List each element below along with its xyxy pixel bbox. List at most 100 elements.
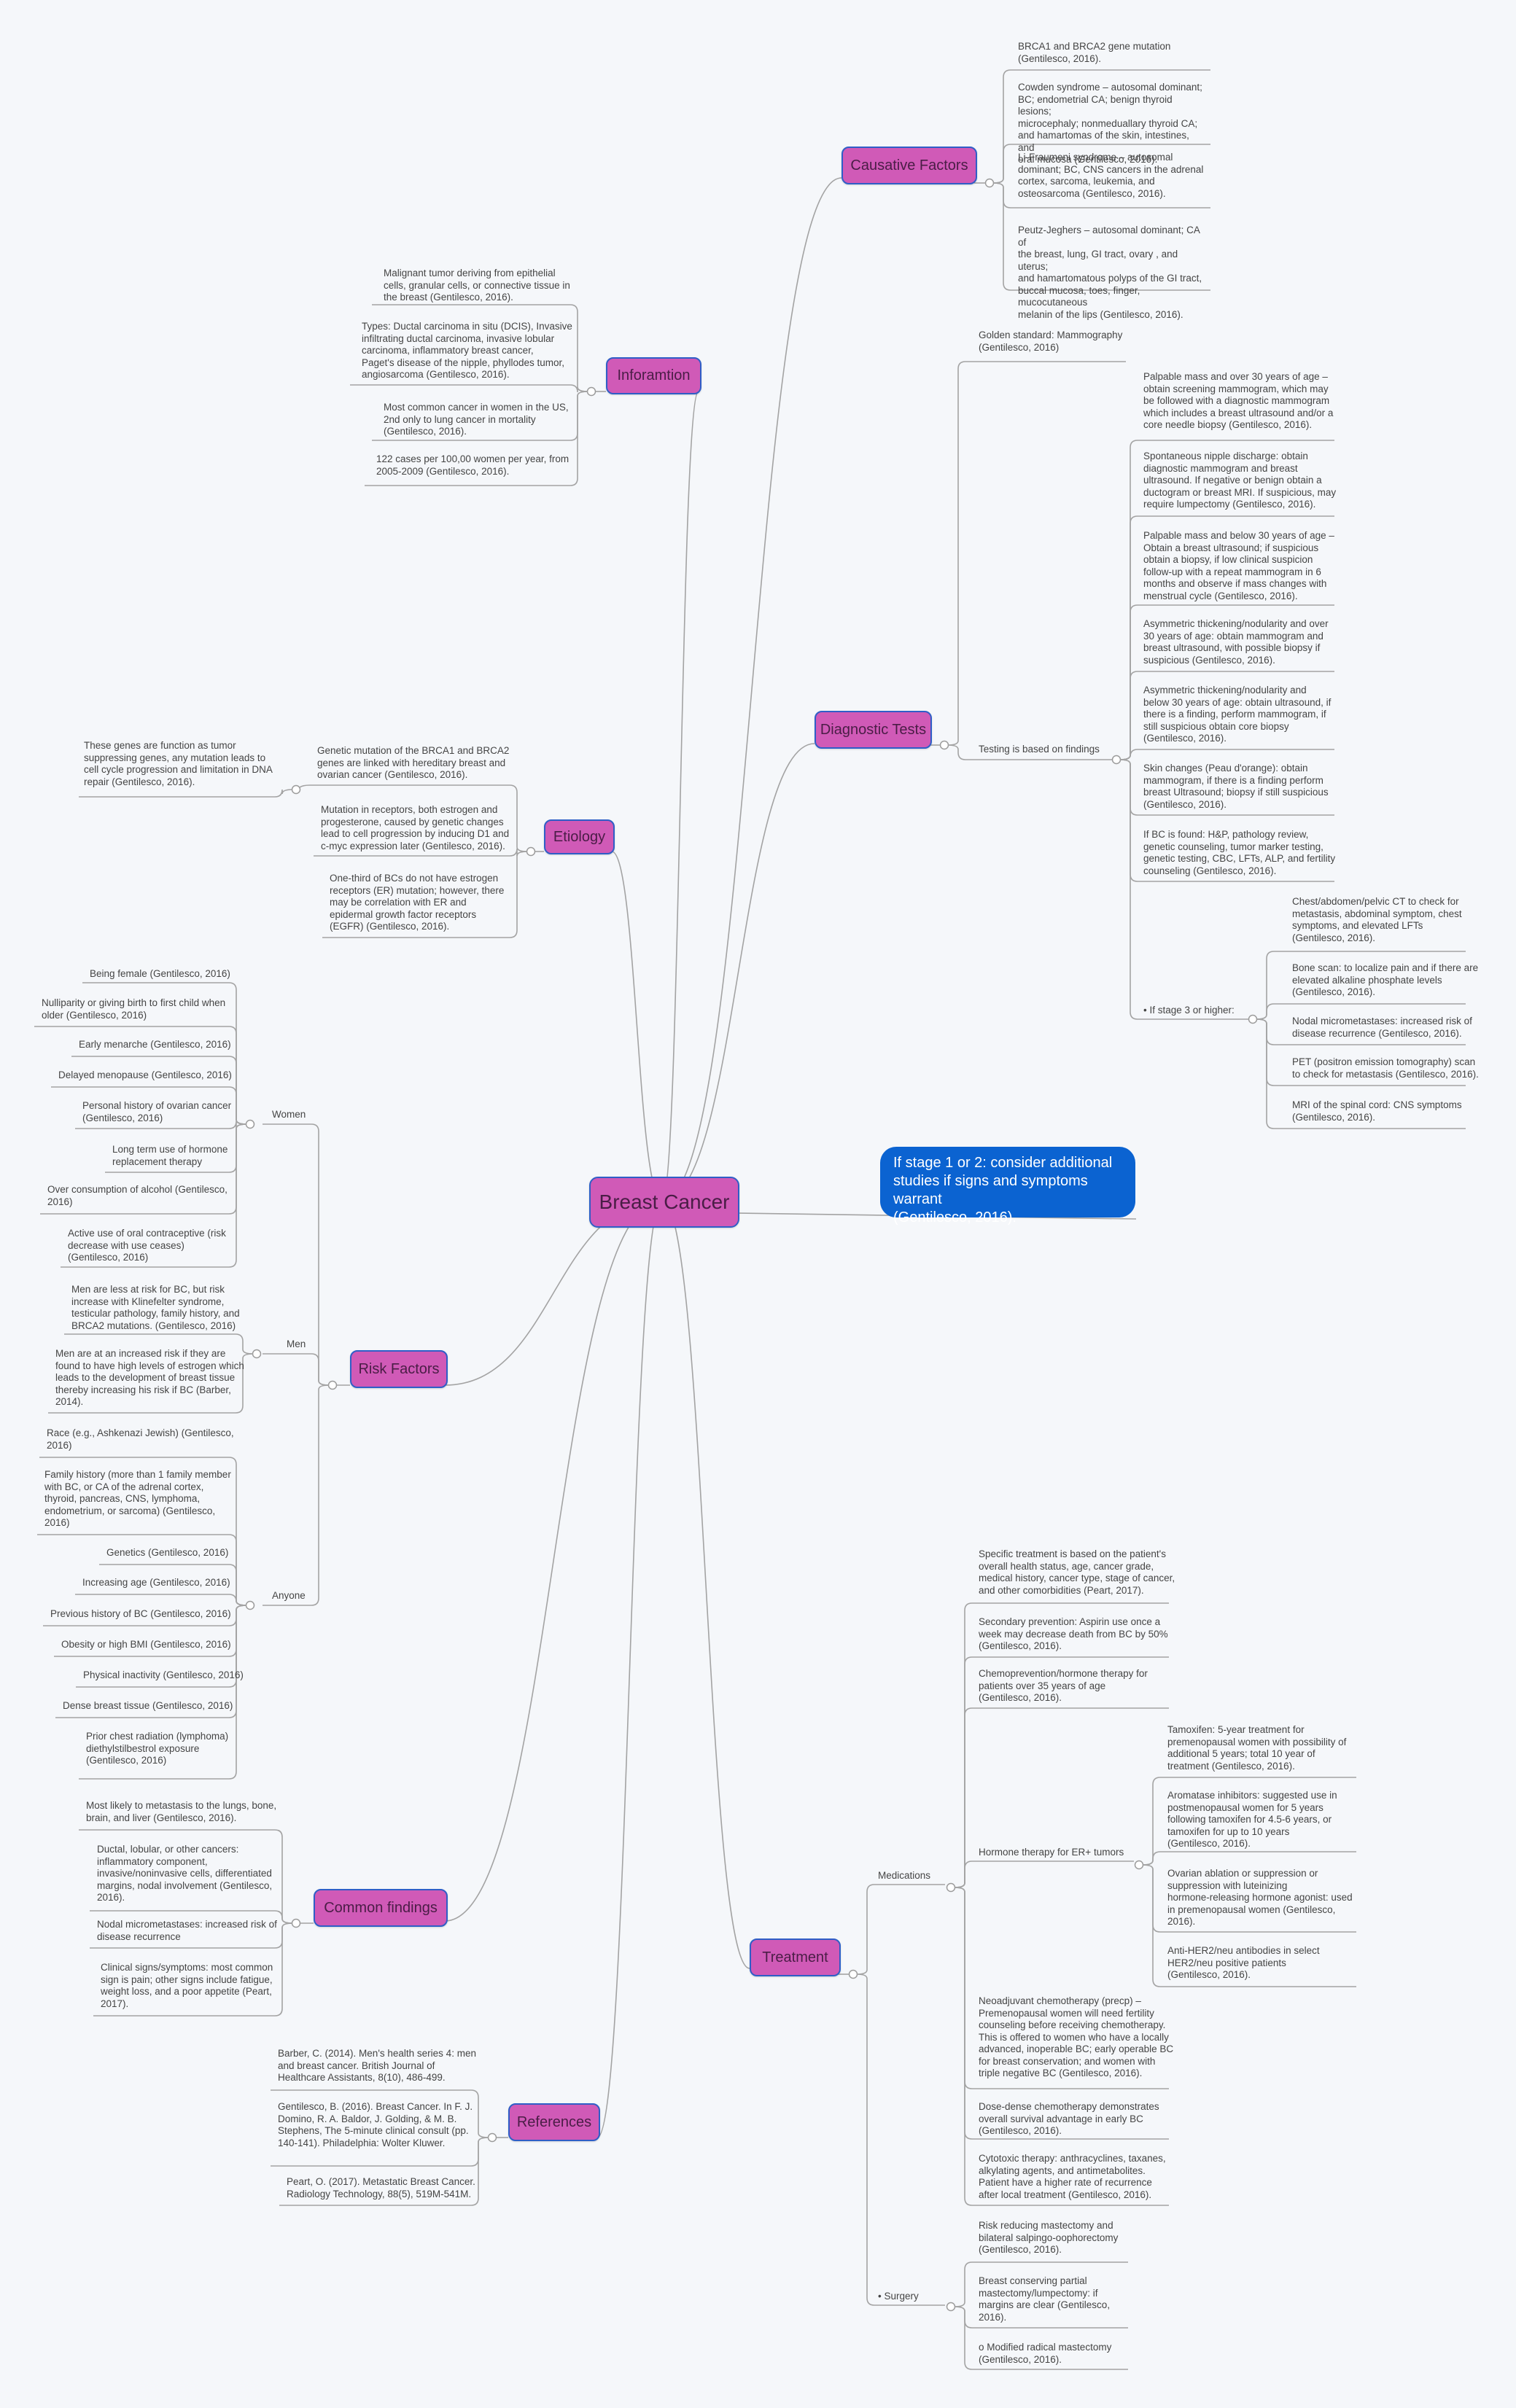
connector-line bbox=[444, 1200, 663, 1922]
risk-anyone-item: Race (e.g., Ashkenazi Jewish) (Gentilesc… bbox=[47, 1427, 234, 1451]
connector-line bbox=[90, 1910, 293, 1924]
treatment-surgery-item: Breast conserving partial mastectomy/lum… bbox=[979, 2275, 1111, 2323]
treatment-medication-item: Cytotoxic therapy: anthracyclines, taxan… bbox=[979, 2153, 1166, 2200]
connector-line bbox=[271, 2089, 489, 2138]
branch-joint bbox=[327, 1380, 338, 1390]
topic-common-findings[interactable]: Common findings bbox=[314, 1889, 448, 1927]
branch-joint bbox=[946, 1882, 956, 1893]
treatment-surgery-label: • Surgery bbox=[878, 2291, 919, 2302]
topic-information[interactable]: Inforamtion bbox=[606, 357, 701, 394]
branch-joint bbox=[252, 1349, 262, 1359]
reference-item: Peart, O. (2017). Metastatic Breast Canc… bbox=[287, 2176, 475, 2199]
diagnostic-stage3-label: • If stage 3 or higher: bbox=[1143, 1005, 1235, 1016]
risk-group-women: Women bbox=[272, 1109, 306, 1120]
diagnostic-testing-item: Asymmetric thickening/nodularity and bel… bbox=[1143, 685, 1332, 744]
connector-line bbox=[310, 784, 528, 852]
risk-anyone-item: Physical inactivity (Gentilesco, 2016) bbox=[83, 1669, 244, 1680]
branch-joint bbox=[291, 1918, 301, 1928]
branch-joint bbox=[1134, 1860, 1144, 1870]
treatment-medication-item: Dose-dense chemotherapy demonstrates ove… bbox=[979, 2101, 1159, 2136]
branch-joint bbox=[526, 846, 536, 857]
finding-item: Ductal, lobular, or other cancers: infla… bbox=[97, 1844, 273, 1903]
root-topic-breast-cancer[interactable]: Breast Cancer bbox=[589, 1177, 739, 1228]
risk-women-item: Long term use of hormone replacement the… bbox=[112, 1144, 228, 1167]
connector-line bbox=[954, 2306, 1128, 2370]
connector-line bbox=[947, 744, 1113, 760]
connector-line bbox=[79, 789, 293, 798]
treatment-medication-item: Specific treatment is based on the patie… bbox=[979, 1548, 1175, 1596]
risk-women-item: Active use of oral contraceptive (risk d… bbox=[68, 1228, 226, 1263]
branch-joint bbox=[946, 2302, 956, 2312]
causative-item: Peutz-Jeghers – autosomal dominant; CA o… bbox=[1018, 225, 1202, 320]
topic-treatment[interactable]: Treatment bbox=[750, 1939, 841, 1976]
connector-line bbox=[992, 144, 1210, 184]
risk-anyone-item: Dense breast tissue (Gentilesco, 2016) bbox=[63, 1700, 233, 1711]
topic-causative-factors[interactable]: Causative Factors bbox=[841, 147, 977, 184]
information-item: Most common cancer in women in the US, 2… bbox=[384, 402, 569, 437]
risk-women-item: Over consumption of alcohol (Gentilesco,… bbox=[47, 1184, 228, 1207]
connector-line bbox=[263, 1384, 330, 1606]
treatment-medication-item: Neoadjuvant chemotherapy (precp) – Preme… bbox=[979, 1995, 1174, 2078]
connector-line bbox=[61, 1123, 247, 1268]
branch-joint bbox=[1111, 755, 1122, 765]
risk-women-item: Early menarche (Gentilesco, 2016) bbox=[79, 1039, 231, 1050]
connector-line bbox=[365, 391, 588, 486]
connector-line bbox=[93, 1922, 293, 2017]
connector-line bbox=[661, 743, 815, 1201]
topic-risk-factors[interactable]: Risk Factors bbox=[350, 1350, 448, 1388]
diagnostic-testing-item: Asymmetric thickening/nodularity and ove… bbox=[1143, 618, 1329, 666]
branch-joint bbox=[291, 784, 301, 795]
connector-line bbox=[263, 1353, 330, 1386]
etiology-subitem: These genes are function as tumor suppre… bbox=[84, 740, 273, 787]
connector-line bbox=[954, 1860, 1134, 1888]
treatment-hormone-item: Tamoxifen: 5-year treatment for premenop… bbox=[1167, 1724, 1347, 1772]
finding-item: Nodal micrometastases: increased risk of… bbox=[97, 1919, 277, 1942]
information-item: Types: Ductal carcinoma in situ (DCIS), … bbox=[362, 321, 572, 380]
risk-women-item: Nulliparity or giving birth to first chi… bbox=[42, 997, 226, 1021]
stage-callout[interactable]: If stage 1 or 2: consider additional stu… bbox=[880, 1147, 1135, 1226]
treatment-medications-label: Medications bbox=[878, 1870, 931, 1881]
information-item: Malignant tumor deriving from epithelial… bbox=[384, 268, 570, 303]
risk-anyone-item: Genetics (Gentilesco, 2016) bbox=[106, 1547, 229, 1558]
connector-line bbox=[1119, 749, 1334, 760]
diagnostic-golden-standard: Golden standard: Mammography (Gentilesco… bbox=[979, 330, 1123, 353]
topic-references[interactable]: References bbox=[508, 2103, 600, 2141]
risk-anyone-item: Obesity or high BMI (Gentilesco, 2016) bbox=[61, 1639, 231, 1650]
connector-line bbox=[1142, 1851, 1356, 1866]
diagnostic-testing-item: Skin changes (Peau d'orange): obtain mam… bbox=[1143, 763, 1329, 810]
connector-line bbox=[661, 177, 842, 1201]
risk-women-item: Personal history of ovarian cancer (Gent… bbox=[82, 1100, 232, 1123]
reference-item: Barber, C. (2014). Men's health series 4… bbox=[278, 2048, 476, 2083]
risk-anyone-item: Increasing age (Gentilesco, 2016) bbox=[82, 1577, 230, 1588]
branch-joint bbox=[245, 1600, 255, 1610]
treatment-surgery-item: o Modified radical mastectomy (Gentilesc… bbox=[979, 2342, 1112, 2365]
connector-line bbox=[322, 851, 528, 938]
connector-line bbox=[51, 1086, 247, 1125]
diagnostic-stage3-item: Nodal micrometastases: increased risk of… bbox=[1292, 1016, 1472, 1039]
causative-item: Cowden syndrome – autosomal dominant; BC… bbox=[1018, 82, 1202, 165]
risk-anyone-item: Family history (more than 1 family membe… bbox=[44, 1469, 231, 1528]
treatment-hormone-item: Ovarian ablation or suppression or suppr… bbox=[1167, 1868, 1353, 1927]
connector-line bbox=[954, 1887, 1169, 2206]
connector-line bbox=[444, 1200, 663, 1386]
branch-joint bbox=[939, 740, 949, 750]
finding-item: Most likely to metastasis to the lungs, … bbox=[86, 1800, 277, 1823]
connector-line bbox=[611, 851, 663, 1201]
treatment-hormone-label: Hormone therapy for ER+ tumors bbox=[979, 1847, 1124, 1858]
treatment-surgery-item: Risk reducing mastectomy and bilateral s… bbox=[979, 2220, 1119, 2255]
branch-joint bbox=[586, 386, 596, 397]
connector-line bbox=[1256, 1018, 1466, 1129]
connector-line bbox=[64, 1333, 254, 1355]
diagnostic-stage3-item: MRI of the spinal cord: CNS symptoms (Ge… bbox=[1292, 1099, 1462, 1123]
risk-anyone-item: Previous history of BC (Gentilesco, 2016… bbox=[50, 1608, 231, 1619]
diagnostic-testing-item: Palpable mass and over 30 years of age –… bbox=[1143, 371, 1334, 430]
topic-diagnostic-tests[interactable]: Diagnostic Tests bbox=[815, 711, 932, 749]
etiology-item: Genetic mutation of the BRCA1 and BRCA2 … bbox=[317, 745, 510, 780]
topic-etiology[interactable]: Etiology bbox=[544, 819, 615, 854]
treatment-medication-item: Secondary prevention: Aspirin use once a… bbox=[979, 1616, 1168, 1651]
treatment-medication-item: Chemoprevention/hormone therapy for pati… bbox=[979, 1668, 1148, 1703]
connector-line bbox=[954, 1707, 1169, 1888]
causative-item: BRCA1 and BRCA2 gene mutation (Gentilesc… bbox=[1018, 41, 1171, 64]
finding-item: Clinical signs/symptoms: most common sig… bbox=[101, 1962, 273, 2009]
risk-anyone-item: Prior chest radiation (lymphoma) diethyl… bbox=[86, 1731, 229, 1766]
